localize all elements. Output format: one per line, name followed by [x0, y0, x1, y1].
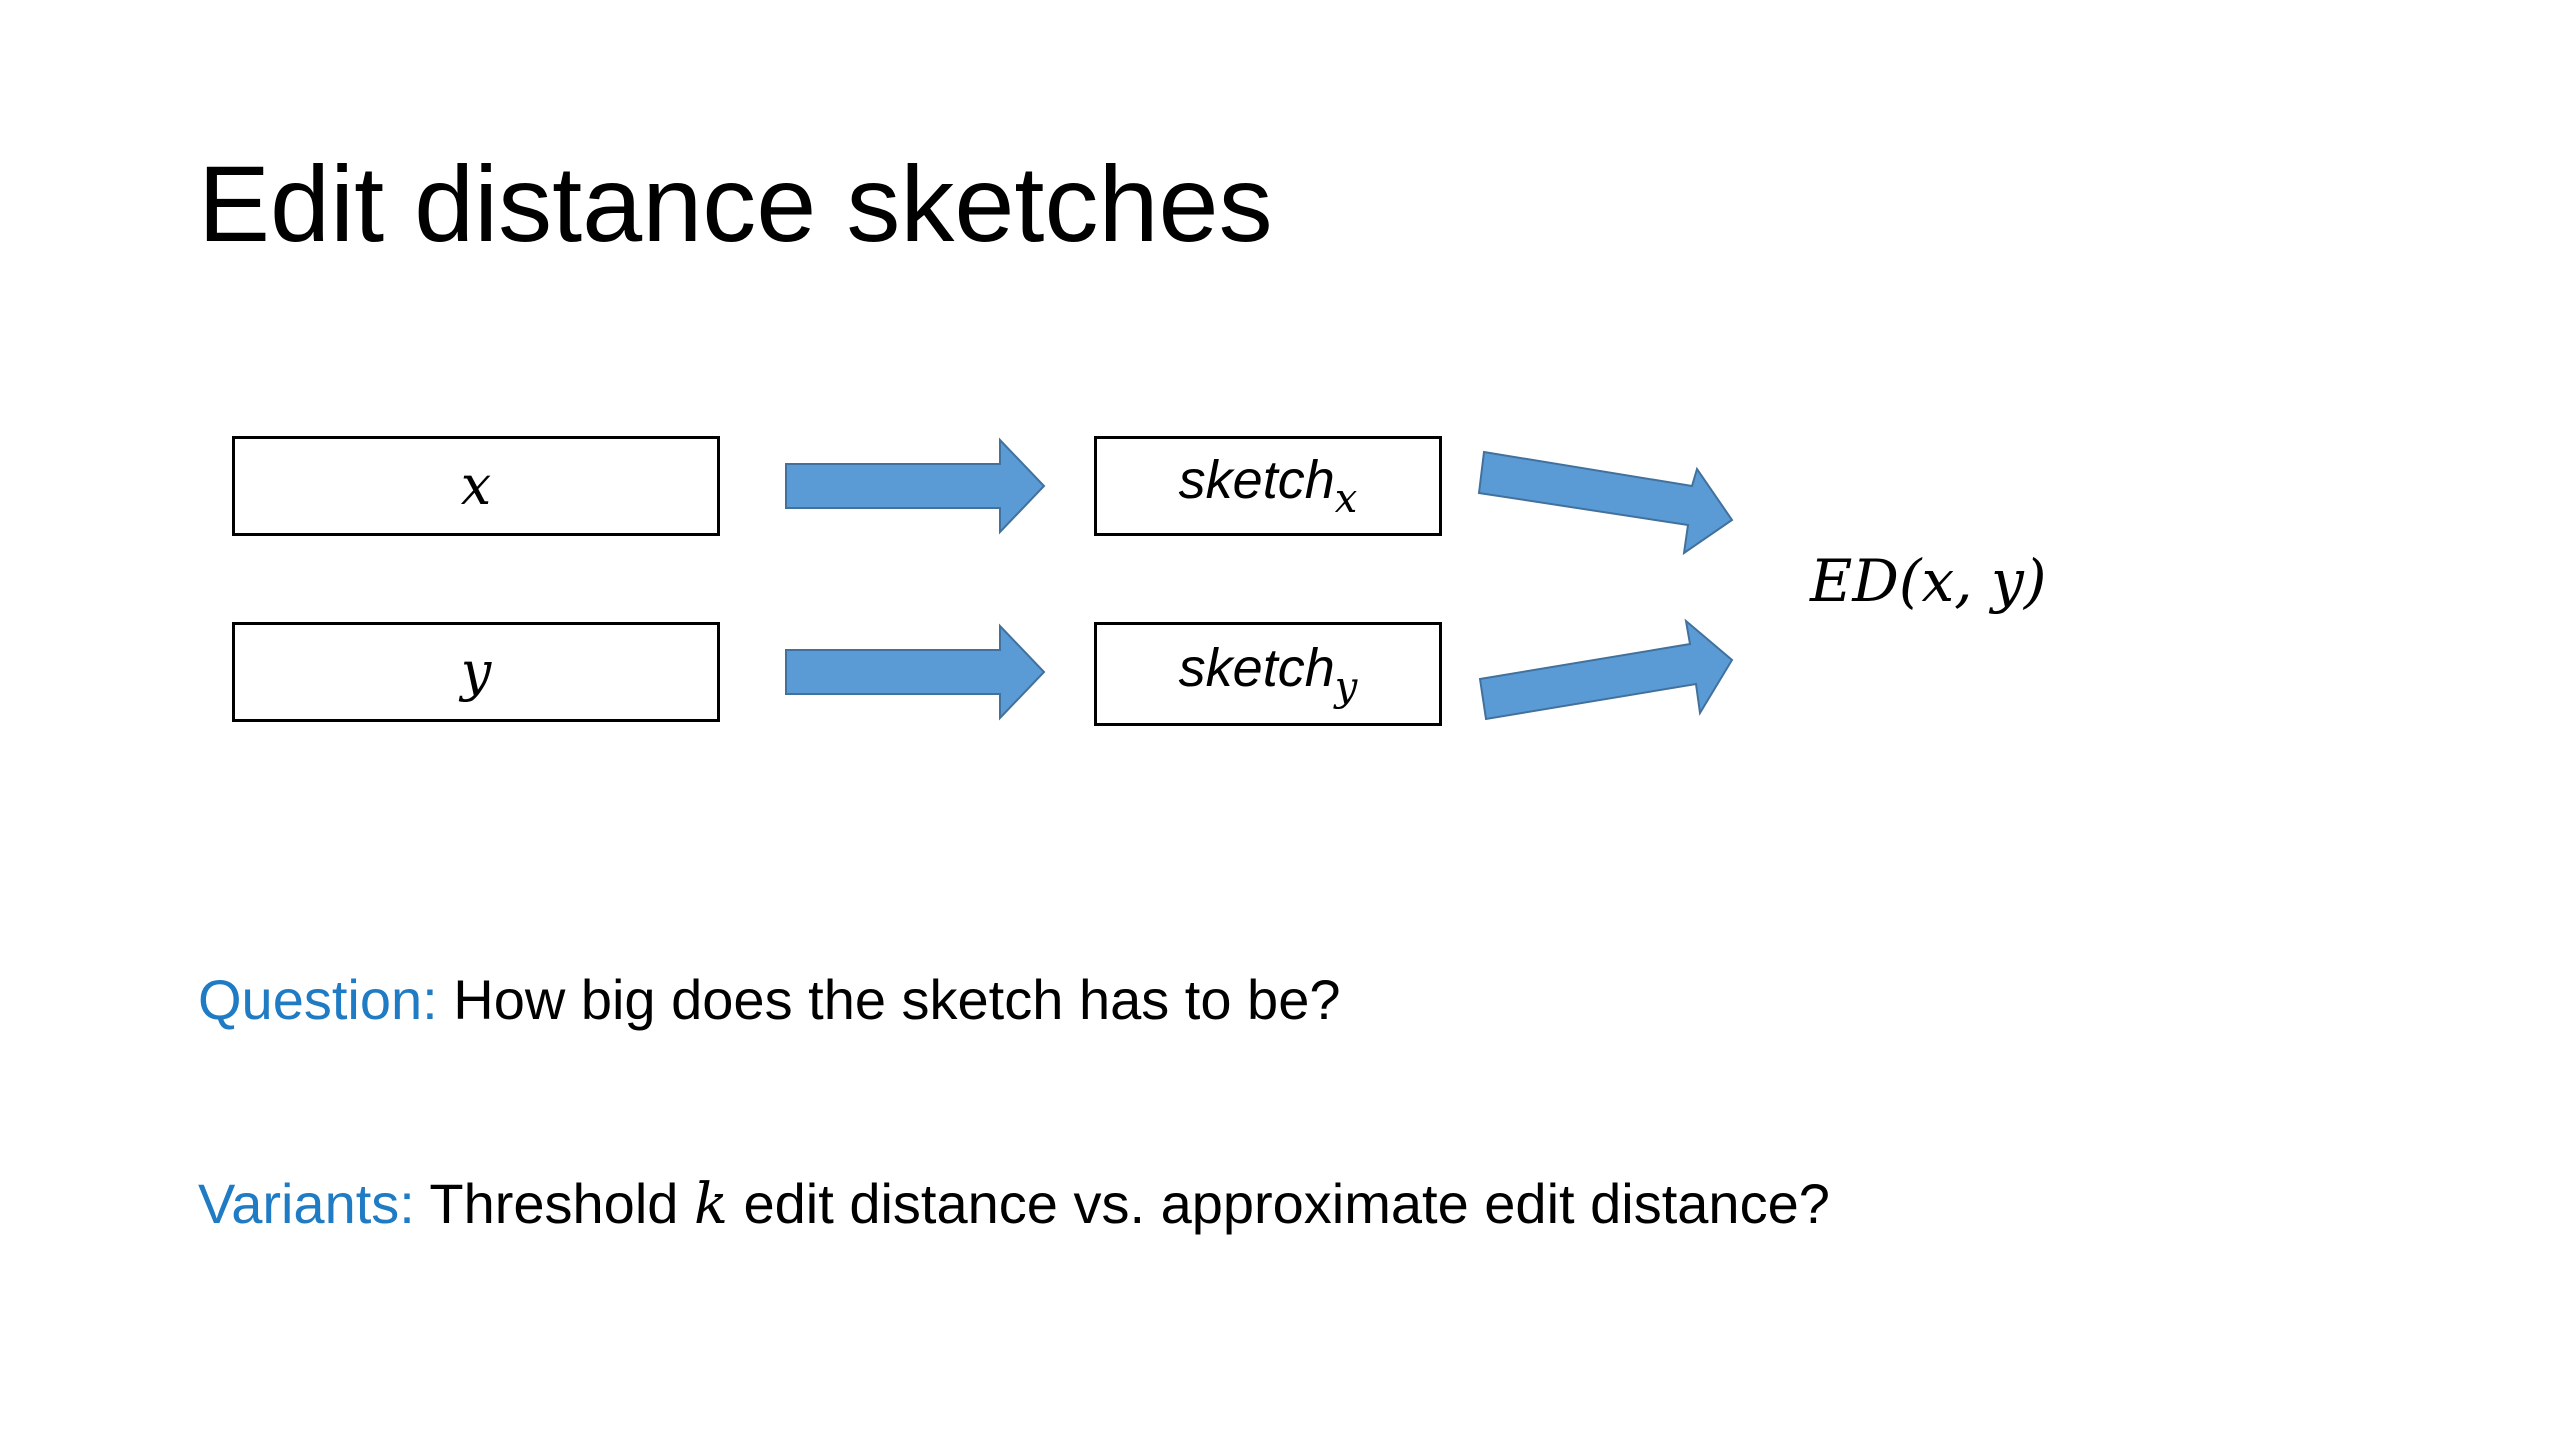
- arrow-x-to-sketch-icon: [785, 437, 1046, 535]
- variants-text-before: Threshold: [414, 1172, 694, 1235]
- slide-title: Edit distance sketches: [198, 143, 1273, 264]
- variants-text-after: edit distance vs. approximate edit dista…: [727, 1172, 1830, 1235]
- question-label: Question:: [198, 968, 438, 1031]
- input-x-label: x: [460, 454, 492, 517]
- input-y-box: y: [232, 622, 720, 722]
- variable-k: k: [693, 1172, 728, 1237]
- arrow-sketch-x-to-ed-icon: [1477, 450, 1734, 556]
- sketch-y-subscript: y: [1334, 664, 1358, 710]
- sketch-x-label: sketchx: [1179, 453, 1358, 519]
- question-text: How big does the sketch has to be?: [437, 968, 1341, 1031]
- question-line: Question: How big does the sketch has to…: [198, 972, 1340, 1028]
- input-y-label: y: [460, 640, 492, 703]
- input-x-box: x: [232, 436, 720, 536]
- variants-label: Variants:: [198, 1172, 415, 1235]
- sketch-x-subscript: x: [1334, 476, 1358, 522]
- arrow-y-to-sketch-icon: [785, 623, 1046, 721]
- edit-distance-output: ED(x, y): [1810, 547, 2047, 615]
- sketch-x-box: sketchx: [1094, 436, 1442, 536]
- arrow-sketch-y-to-ed-icon: [1478, 618, 1734, 721]
- sketch-y-box: sketchy: [1094, 622, 1442, 726]
- sketch-x-base: sketch: [1178, 450, 1335, 510]
- sketch-y-base: sketch: [1178, 638, 1335, 698]
- sketch-y-label: sketchy: [1179, 641, 1358, 707]
- variants-line: Variants: Threshold k edit distance vs. …: [198, 1176, 1830, 1233]
